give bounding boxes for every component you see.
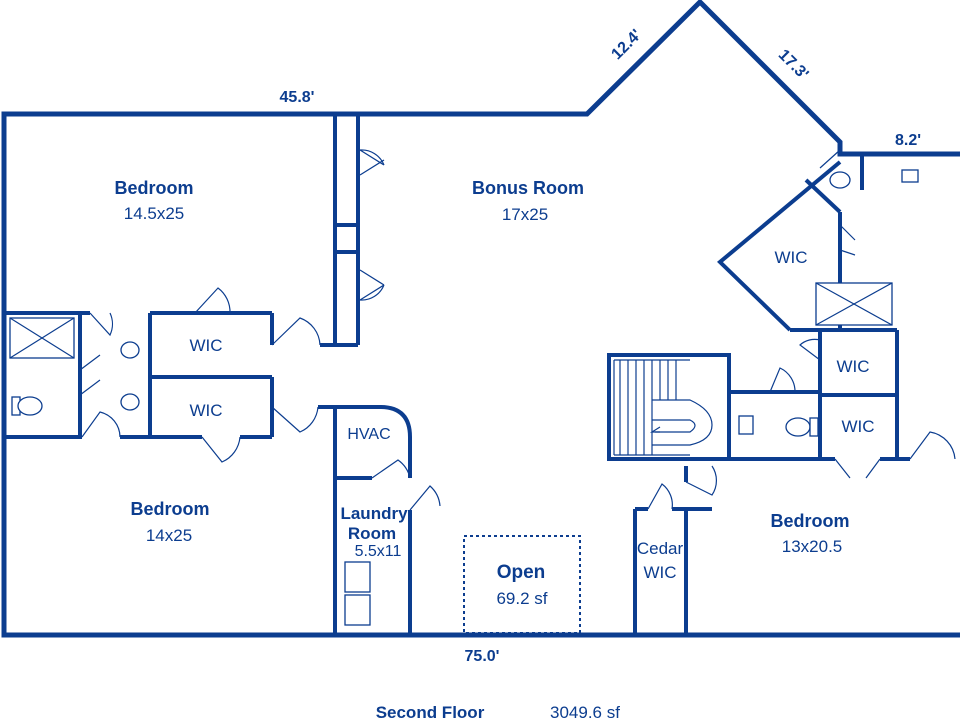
dryer	[344, 594, 371, 626]
room-laundry-line2: Room	[348, 524, 396, 543]
toilet-ne	[829, 171, 851, 189]
room-bedroom-nw-size: 14.5x25	[124, 204, 185, 223]
measure-diag-right: 17.3'	[775, 46, 812, 83]
room-laundry-size: 5.5x11	[355, 543, 402, 560]
measure-top: 45.8'	[280, 89, 315, 106]
stairs	[613, 359, 713, 456]
washer	[344, 561, 371, 593]
room-cedar-line1: Cedar	[637, 539, 684, 558]
footer-floor-label: Second Floor	[376, 703, 485, 720]
doors	[79, 149, 956, 511]
room-bedroom-sw-size: 14x25	[146, 526, 192, 545]
room-bedroom-nw-name: Bedroom	[114, 178, 193, 198]
sink-1	[120, 341, 140, 359]
sink-ne	[901, 169, 919, 183]
footer-floor-area: 3049.6 sf	[550, 703, 620, 720]
interior-walls	[4, 114, 910, 635]
room-bonus-size: 17x25	[502, 205, 548, 224]
sink-2	[120, 393, 140, 411]
room-wic-e1: WIC	[836, 357, 869, 376]
open-area-outline	[463, 535, 581, 634]
room-open-size: 69.2 sf	[496, 589, 547, 608]
room-cedar-line2: WIC	[643, 563, 676, 582]
toilet-se	[785, 417, 811, 437]
room-laundry-line1: Laundry	[340, 504, 408, 523]
room-bonus-name: Bonus Room	[472, 178, 584, 198]
measure-right: 8.2'	[895, 132, 921, 149]
room-open-name: Open	[497, 562, 546, 583]
room-bedroom-se-size: 13x20.5	[782, 537, 843, 556]
measure-diag-left: 12.4'	[608, 26, 645, 63]
sink-se	[738, 415, 754, 435]
room-wic-2: WIC	[189, 401, 222, 420]
room-wic-diag: WIC	[774, 248, 807, 267]
room-hvac: HVAC	[347, 426, 390, 443]
fixtures	[9, 169, 919, 626]
room-wic-1: WIC	[189, 336, 222, 355]
room-bedroom-se-name: Bedroom	[770, 511, 849, 531]
room-bedroom-sw-name: Bedroom	[130, 499, 209, 519]
room-wic-e2: WIC	[841, 417, 874, 436]
measure-bottom: 75.0'	[465, 648, 500, 665]
